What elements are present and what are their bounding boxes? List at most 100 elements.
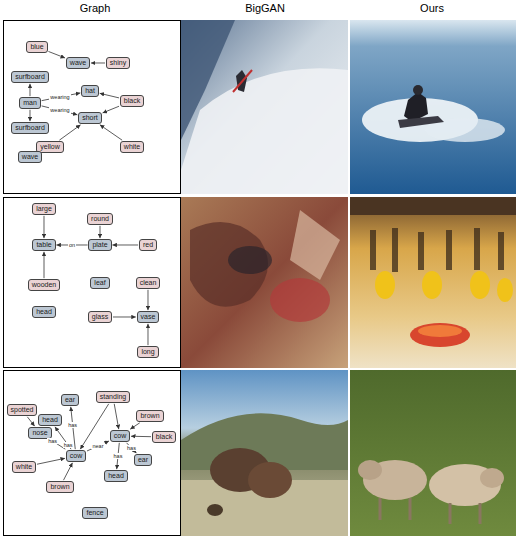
edge-label: near — [91, 443, 104, 449]
attribute-node: clean — [136, 277, 161, 289]
node-label: wave — [70, 59, 86, 67]
object-node: surfboard — [11, 122, 49, 134]
graph-edge — [44, 252, 45, 278]
object-node: ear — [61, 394, 79, 406]
node-label: short — [82, 114, 98, 122]
node-label: clean — [140, 279, 157, 287]
edge-label: has — [63, 442, 74, 448]
edge-label: has — [47, 438, 58, 444]
attribute-node: glass — [88, 311, 112, 323]
node-label: round — [91, 215, 109, 223]
node-label: white — [124, 143, 140, 151]
node-label: surfboard — [15, 124, 45, 132]
node-label: red — [143, 241, 153, 249]
object-node: cow — [66, 450, 86, 462]
attribute-node: shiny — [106, 57, 130, 69]
graph-edge — [100, 125, 122, 140]
attribute-node: long — [137, 346, 158, 358]
object-node: fence — [82, 507, 107, 519]
node-label: cow — [70, 452, 82, 460]
node-label: brown — [50, 483, 69, 491]
object-node: leaf — [90, 277, 109, 289]
object-node: wave — [18, 151, 42, 163]
node-label: vase — [141, 313, 156, 321]
object-node: head — [104, 470, 128, 482]
object-node: vase — [137, 311, 160, 323]
object-node: head — [32, 306, 56, 318]
graph-edge — [100, 226, 101, 238]
attribute-node: standing — [96, 391, 130, 403]
graph-edge — [112, 244, 138, 245]
graph-edge — [114, 404, 119, 429]
object-node: table — [32, 239, 55, 251]
graph-edge — [147, 290, 148, 310]
graph-edge — [48, 51, 65, 57]
node-label: plate — [92, 241, 107, 249]
node-label: black — [156, 433, 172, 441]
object-node: ear — [134, 454, 152, 466]
node-label: head — [108, 472, 124, 480]
edge-label: on — [68, 242, 76, 248]
graph-edge — [147, 324, 148, 345]
attribute-node: brown — [46, 481, 73, 493]
node-label: brown — [140, 412, 159, 420]
node-label: cow — [114, 432, 126, 440]
column-header: Graph — [80, 2, 111, 15]
object-node: wave — [66, 57, 90, 69]
node-label: ear — [65, 396, 75, 404]
graph-edge — [113, 316, 136, 317]
node-label: table — [36, 241, 51, 249]
node-label: head — [42, 416, 58, 424]
graph-edge — [100, 93, 119, 98]
node-label: spotted — [11, 406, 34, 414]
node-label: blue — [30, 43, 43, 51]
graph-edge — [37, 458, 65, 464]
attribute-node: large — [32, 203, 56, 215]
graph-edge — [87, 441, 109, 451]
node-label: black — [124, 97, 140, 105]
graph-edge — [103, 106, 119, 113]
edge-label: wearing — [49, 107, 70, 113]
graph-edge — [29, 84, 30, 96]
object-node: plate — [88, 239, 111, 251]
edge-label: has — [126, 445, 137, 451]
node-label: nose — [32, 429, 47, 437]
graph-edge — [80, 404, 108, 449]
column-header: BigGAN — [245, 2, 285, 15]
attribute-node: round — [87, 213, 113, 225]
node-label: standing — [100, 393, 126, 401]
attribute-node: spotted — [7, 404, 38, 416]
graph-edge — [42, 93, 81, 101]
node-label: fence — [86, 509, 103, 517]
node-label: wooden — [32, 281, 57, 289]
node-label: yellow — [40, 143, 59, 151]
node-label: leaf — [94, 279, 105, 287]
node-label: surfboard — [15, 73, 45, 81]
attribute-node: black — [120, 95, 144, 107]
graph-edge — [59, 125, 80, 140]
edge-label: has — [113, 453, 124, 459]
column-header: Ours — [420, 2, 444, 15]
attribute-node: wooden — [28, 279, 61, 291]
attribute-node: white — [120, 141, 144, 153]
edge-label: wearing — [49, 94, 70, 100]
object-node: cow — [110, 430, 130, 442]
graph-edge — [42, 106, 78, 115]
object-node: short — [78, 112, 102, 124]
object-node: man — [19, 97, 41, 109]
attribute-node: white — [12, 461, 36, 473]
edge-label: has — [67, 422, 78, 428]
node-label: glass — [92, 313, 108, 321]
node-label: white — [16, 463, 32, 471]
node-label: large — [36, 205, 52, 213]
node-label: ear — [138, 456, 148, 464]
object-node: surfboard — [11, 71, 49, 83]
node-label: head — [36, 308, 52, 316]
node-label: long — [141, 348, 154, 356]
graph-edge — [29, 110, 30, 121]
graph-edge — [27, 417, 34, 426]
node-label: hat — [85, 87, 95, 95]
attribute-node: brown — [136, 410, 163, 422]
node-label: shiny — [110, 59, 126, 67]
attribute-node: blue — [26, 41, 47, 53]
